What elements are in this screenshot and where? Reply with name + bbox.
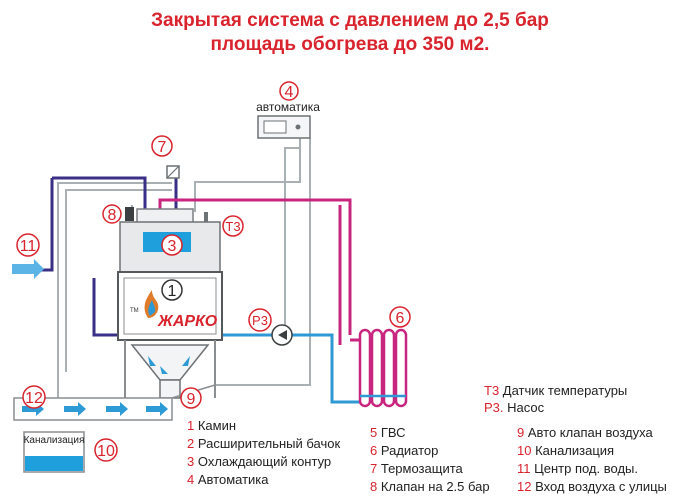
safety-valve	[125, 207, 134, 221]
fireplace-legs	[124, 340, 216, 398]
marker-p3: Р3	[252, 313, 268, 328]
ash-outlet	[159, 379, 181, 399]
legend-item: 2 Расширительный бачок	[187, 436, 341, 451]
marker-9: 9	[187, 391, 196, 408]
marker-t3: Т3	[225, 219, 240, 234]
legend-item: 3 Охлаждающий контур	[187, 454, 332, 469]
legend-item: 12 Вход воздуха с улицы	[517, 479, 667, 494]
legend-item: Т3 Датчик температуры	[484, 383, 628, 398]
temperature-sensor	[204, 212, 208, 222]
diagram-title-line2: площадь обогрева до 350 м2.	[210, 34, 490, 55]
air-arrows-funnel	[148, 356, 190, 374]
marker-10: 10	[97, 443, 115, 460]
brand-logo-text: ЖАРКО	[157, 313, 218, 330]
brand-tm: TM	[130, 308, 139, 314]
automatics-display	[263, 120, 287, 134]
marker-1: 1	[168, 283, 177, 300]
legend-item: 11 Центр под. воды.	[517, 461, 638, 476]
marker-4: 4	[285, 84, 294, 101]
legend-item: 4 Автоматика	[187, 472, 269, 487]
legend-item: 10 Канализация	[517, 443, 615, 458]
sewer-label: Канализация	[24, 435, 85, 446]
legend-item: 1 Камин	[187, 418, 237, 433]
air-intake-arrow	[12, 259, 44, 279]
marker-circles	[16, 81, 411, 462]
legend-item: 9 Авто клапан воздуха	[517, 425, 653, 440]
legend-item: 6 Радиатор	[370, 443, 439, 458]
air-duct	[13, 397, 173, 421]
marker-3: 3	[168, 238, 177, 255]
control-wiring	[57, 138, 311, 398]
marker-6: 6	[396, 310, 405, 327]
legend-item: Р3. Насос	[484, 400, 545, 415]
sewer-water	[25, 456, 83, 471]
marker-8: 8	[108, 207, 117, 224]
marker-circle-fireplace	[161, 279, 183, 301]
automatics-label: автоматика	[256, 100, 320, 114]
radiator	[350, 328, 408, 408]
legend-item: 5 ГВС	[370, 425, 406, 440]
legend-item: 8 Клапан на 2.5 бар	[370, 479, 490, 494]
marker-11: 11	[20, 238, 37, 255]
cold-return-pipe	[215, 333, 360, 404]
marker-7: 7	[158, 139, 167, 156]
diagram-title-line1: Закрытая система с давлением до 2,5 бар	[151, 10, 549, 31]
ash-funnel	[130, 344, 210, 381]
marker-12: 12	[25, 390, 43, 407]
legend-item: 7 Термозащита	[370, 461, 463, 476]
